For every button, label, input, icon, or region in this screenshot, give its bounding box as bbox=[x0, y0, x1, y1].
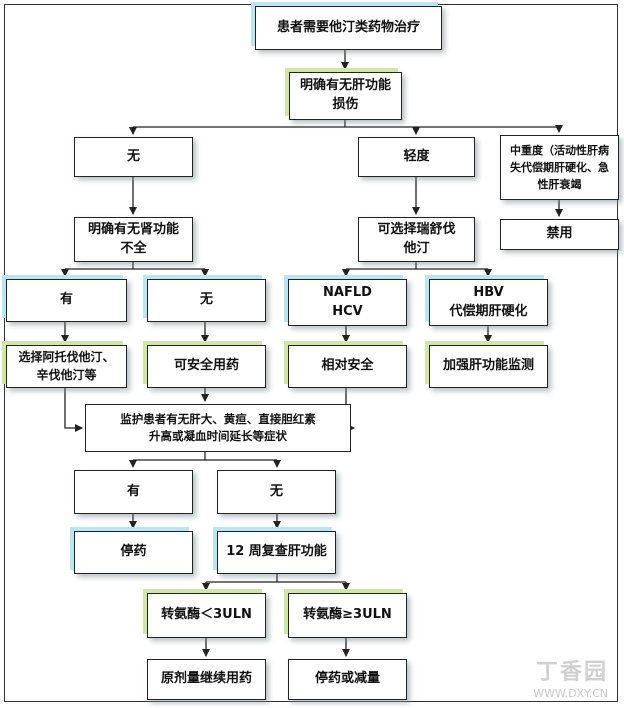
node-start: 患者需要他汀类药物治疗 bbox=[255, 6, 442, 50]
node-mild: 轻度 bbox=[358, 137, 475, 177]
node-symptoms-no: 无 bbox=[217, 470, 336, 514]
node-recheck: 12 周复查肝功能 bbox=[217, 531, 336, 574]
node-stop-or-reduce: 停药或减量 bbox=[288, 659, 407, 700]
node-no-kidney: 无 bbox=[147, 279, 266, 322]
node-continue-dose: 原剂量继续用药 bbox=[147, 659, 266, 700]
node-relatively-safe: 相对安全 bbox=[288, 345, 407, 388]
arrow-atorva-monitor bbox=[64, 388, 83, 432]
node-monitor-liver: 加强肝功能监测 bbox=[429, 345, 548, 388]
node-symptoms-yes: 有 bbox=[74, 470, 193, 514]
node-alt-high: 转氨酶≥3ULN bbox=[288, 593, 407, 638]
node-safe-use: 可安全用药 bbox=[147, 345, 266, 388]
node-hbv: HBV 代偿期肝硬化 bbox=[429, 279, 548, 326]
node-monitor-symptoms: 监护患者有无肝大、黄疸、直接胆红素 升高或凝血时间延长等症状 bbox=[85, 404, 351, 452]
watermark: 丁香园 WWW.DXY.CN bbox=[533, 660, 608, 700]
node-none: 无 bbox=[74, 137, 193, 177]
node-contraindicated: 禁用 bbox=[500, 219, 619, 250]
node-optional-rosuva: 可选择瑞舒伐 他汀 bbox=[358, 217, 475, 262]
node-liver-damage: 明确有无肝功能 损伤 bbox=[289, 72, 402, 120]
node-nafld-hcv: NAFLD HCV bbox=[288, 279, 407, 326]
node-stop-drug: 停药 bbox=[74, 531, 193, 574]
node-alt-low: 转氨酶＜3ULN bbox=[147, 593, 266, 638]
node-choose-atorva: 选择阿托伐他汀、 辛伐他汀等 bbox=[6, 345, 127, 388]
node-severe: 中重度（活动性肝病失代偿期肝硬化、急性肝衰竭 bbox=[500, 135, 619, 200]
watermark-brand: 丁香园 bbox=[535, 660, 608, 686]
node-has-kidney: 有 bbox=[6, 279, 127, 322]
node-kidney: 明确有无肾功能 不全 bbox=[74, 217, 193, 262]
watermark-url: WWW.DXY.CN bbox=[533, 686, 608, 700]
